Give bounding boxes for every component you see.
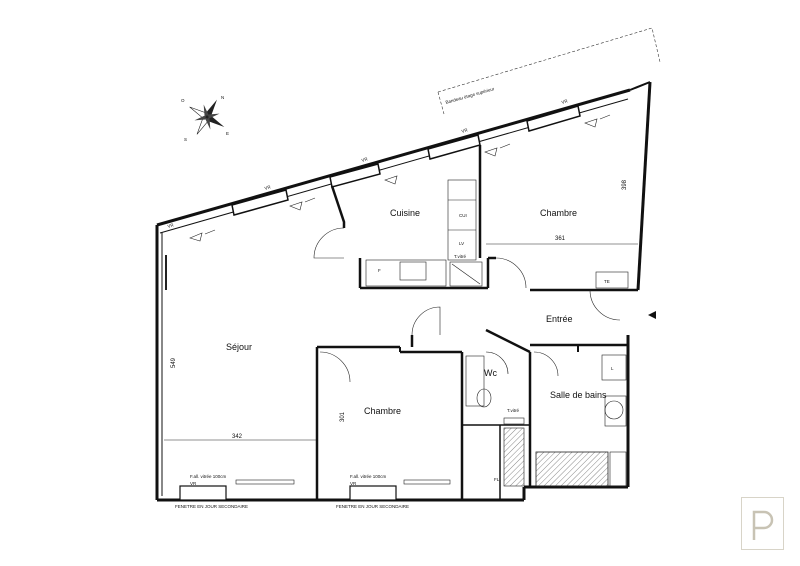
room-salle-de-bains: Salle de bains — [550, 390, 607, 400]
top-windows: VR VR VR VR VR — [167, 98, 611, 242]
label-f: F — [378, 268, 381, 273]
label-cui: CUI — [459, 213, 467, 218]
compass-s: S — [184, 137, 187, 142]
upper-floor-band: Bandeau étage supérieur — [437, 27, 661, 115]
label-wc-tvitre: T.vitré — [507, 408, 519, 413]
closet — [486, 243, 638, 289]
dim-chambre-2-depth: 301 — [340, 411, 346, 422]
compass-n: N — [221, 95, 224, 100]
dim-sejour-depth: 549 — [171, 357, 177, 368]
room-chambre-2: Chambre — [364, 406, 401, 416]
bath-fixtures — [535, 354, 627, 487]
compass-e: E — [226, 131, 229, 136]
label-fl: FL — [494, 477, 500, 482]
label-vr-sejour: VR — [190, 481, 197, 486]
label-vr-chambre: VR — [350, 481, 357, 486]
dim-sejour-width: 342 — [232, 434, 243, 440]
bottom-windows — [179, 479, 451, 501]
room-sejour: Séjour — [226, 342, 252, 352]
room-chambre-1: Chambre — [540, 208, 577, 218]
dim-chambre-1-width: 361 — [555, 236, 566, 242]
svg-text:VR: VR — [264, 184, 272, 191]
compass-icon: N E S O — [181, 95, 229, 142]
interior-walls — [315, 145, 638, 500]
compass-o: O — [181, 98, 185, 103]
upper-floor-note: Bandeau étage supérieur — [445, 86, 495, 105]
kitchen-fixtures — [365, 179, 483, 287]
doors — [313, 227, 621, 383]
label-window-chambre: F.all. vitrée 100cm — [350, 474, 387, 479]
svg-text:VR: VR — [461, 127, 469, 134]
room-wc: Wc — [484, 368, 497, 378]
svg-text:VR: VR — [561, 98, 569, 105]
svg-text:VR: VR — [167, 222, 175, 229]
label-bath-l: L — [611, 366, 614, 371]
label-secondary-opening-2: FENETRE EN JOUR SECONDAIRE — [336, 504, 409, 509]
room-entree: Entrée — [546, 314, 573, 324]
label-lv: LV — [459, 241, 464, 246]
logo-icon — [752, 510, 774, 540]
room-cuisine: Cuisine — [390, 208, 420, 218]
label-kitchen-tvitre: T.vitré — [454, 254, 466, 259]
label-secondary-opening-1: FENETRE EN JOUR SECONDAIRE — [175, 504, 248, 509]
label-window-sejour: F.all. vitrée 100cm — [190, 474, 227, 479]
wc-fixture — [465, 355, 525, 425]
entrance-arrow-icon — [648, 311, 656, 319]
dim-chambre-1-depth: 398 — [622, 179, 628, 190]
logo-badge — [741, 497, 784, 550]
label-te: TE — [604, 279, 610, 284]
svg-text:VR: VR — [361, 156, 369, 163]
